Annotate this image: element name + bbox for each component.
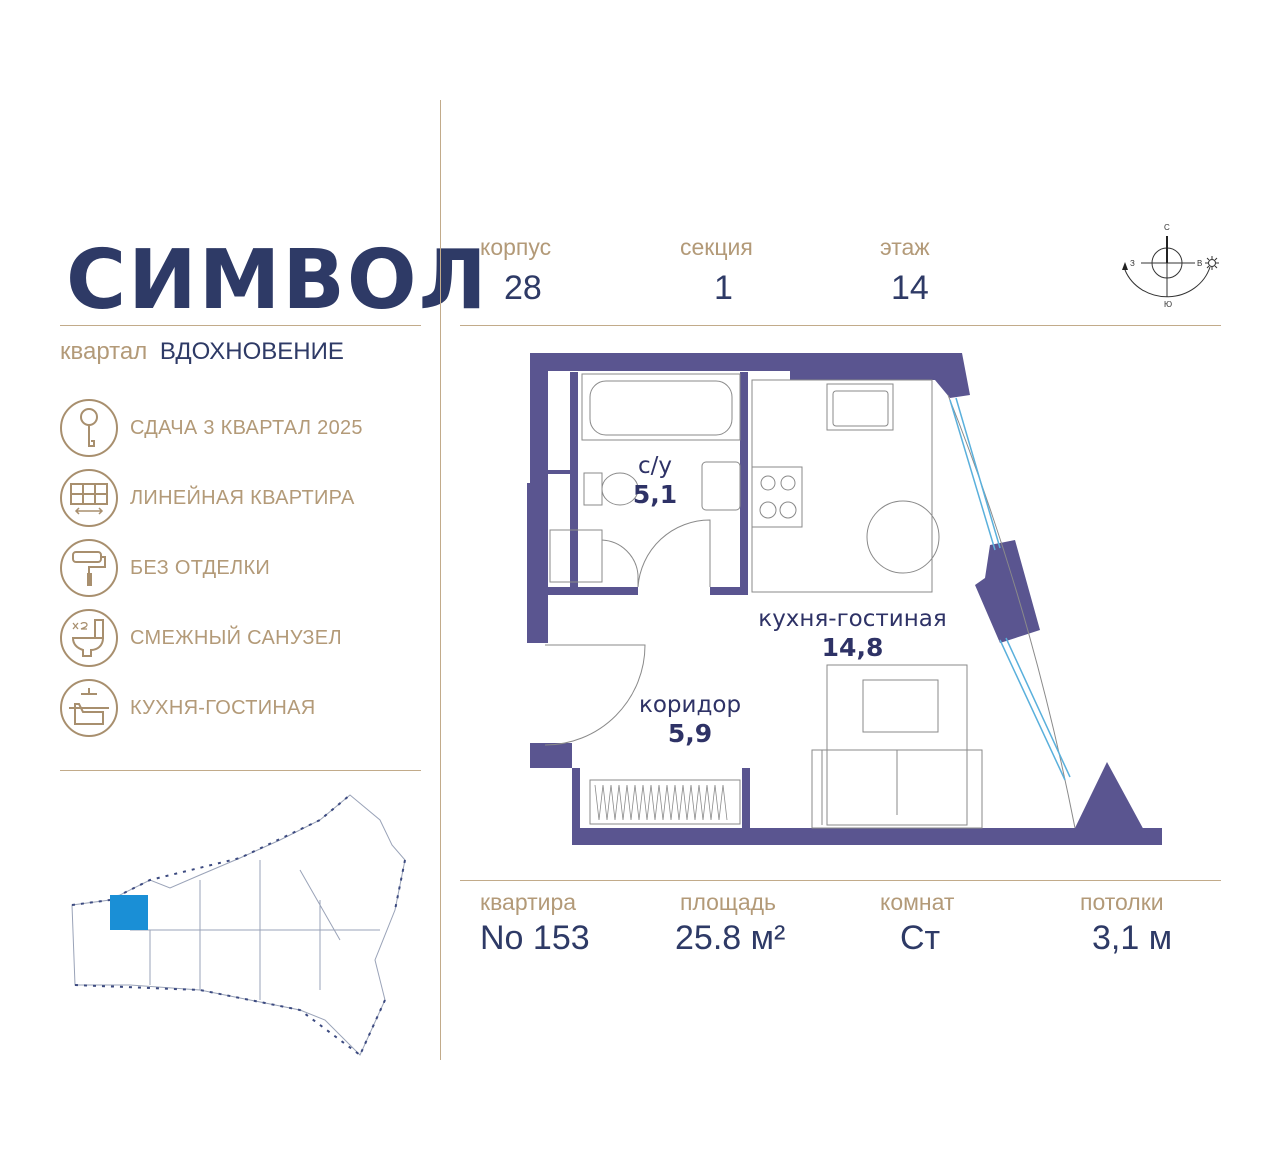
wardrobe-hatching: [594, 784, 728, 821]
area-value: 25.8 м²: [675, 919, 786, 957]
area-label: площадь: [680, 889, 777, 915]
apartment-value: No 153: [480, 919, 590, 957]
building-value: 28: [504, 269, 542, 307]
floor-label: этаж: [880, 234, 930, 260]
divider: [60, 770, 421, 771]
feature-label: СМЕЖНЫЙ САНУЗЕЛ: [130, 627, 342, 649]
apartment-label: квартира: [480, 889, 577, 915]
toilet-icon: [60, 609, 118, 667]
building-label: корпус: [480, 234, 552, 260]
floor-value: 14: [891, 269, 929, 307]
feature-layout: ЛИНЕЙНАЯ КВАРТИРА: [60, 469, 355, 527]
ceiling-value: 3,1 м: [1092, 919, 1173, 957]
room-area: 14,8: [821, 633, 884, 662]
feature-label: СДАЧА 3 КВАРТАЛ 2025: [130, 417, 363, 439]
armchair-icon: [60, 679, 118, 737]
apartment-highlight: [110, 895, 148, 930]
building-key-plan: [71, 794, 406, 1056]
room-area: 5,1: [632, 480, 678, 509]
compass: С З В Ю: [1115, 222, 1225, 312]
room-corridor: коридор 5,9: [620, 692, 760, 748]
room-name: с/у: [637, 453, 672, 479]
district-prefix: квартал: [60, 338, 148, 365]
district-name: ВДОХНОВЕНИЕ: [159, 338, 344, 365]
section-label: секция: [680, 234, 753, 260]
feature-delivery: СДАЧА 3 КВАРТАЛ 2025: [60, 399, 363, 457]
windows: [949, 397, 1071, 781]
linear-apartment-icon: [60, 469, 118, 527]
paint-roller-icon: [60, 539, 118, 597]
room-name: кухня-гостиная: [758, 606, 947, 632]
compass-east: В: [1197, 259, 1203, 268]
feature-kitchen-living: КУХНЯ-ГОСТИНАЯ: [60, 679, 316, 737]
fixtures: [544, 373, 1076, 829]
section-value: 1: [714, 269, 733, 307]
feature-label: БЕЗ ОТДЕЛКИ: [130, 557, 271, 579]
brand-logo: СИМВОЛ: [66, 233, 489, 328]
district: квартал ВДОХНОВЕНИЕ: [60, 338, 344, 366]
key-icon: [60, 399, 118, 457]
feature-label: ЛИНЕЙНАЯ КВАРТИРА: [130, 487, 355, 509]
compass-south: Ю: [1164, 300, 1173, 309]
room-kitchen-living: кухня-гостиная 14,8: [740, 606, 965, 662]
room-name: коридор: [638, 692, 742, 718]
vertical-divider: [440, 100, 441, 1060]
feature-label: КУХНЯ-ГОСТИНАЯ: [130, 697, 316, 719]
divider: [460, 325, 1221, 326]
feature-bathroom: СМЕЖНЫЙ САНУЗЕЛ: [60, 609, 342, 667]
divider: [460, 880, 1221, 881]
ceiling-label: потолки: [1080, 889, 1164, 915]
room-bathroom: с/у 5,1: [615, 453, 695, 509]
divider: [60, 325, 421, 326]
compass-north: С: [1164, 223, 1170, 232]
rooms-value: Ст: [900, 919, 941, 957]
rooms-label: комнат: [880, 889, 955, 915]
feature-finish: БЕЗ ОТДЕЛКИ: [60, 539, 270, 597]
compass-icon: [1122, 236, 1219, 298]
room-area: 5,9: [667, 719, 713, 748]
compass-west: З: [1130, 259, 1135, 268]
